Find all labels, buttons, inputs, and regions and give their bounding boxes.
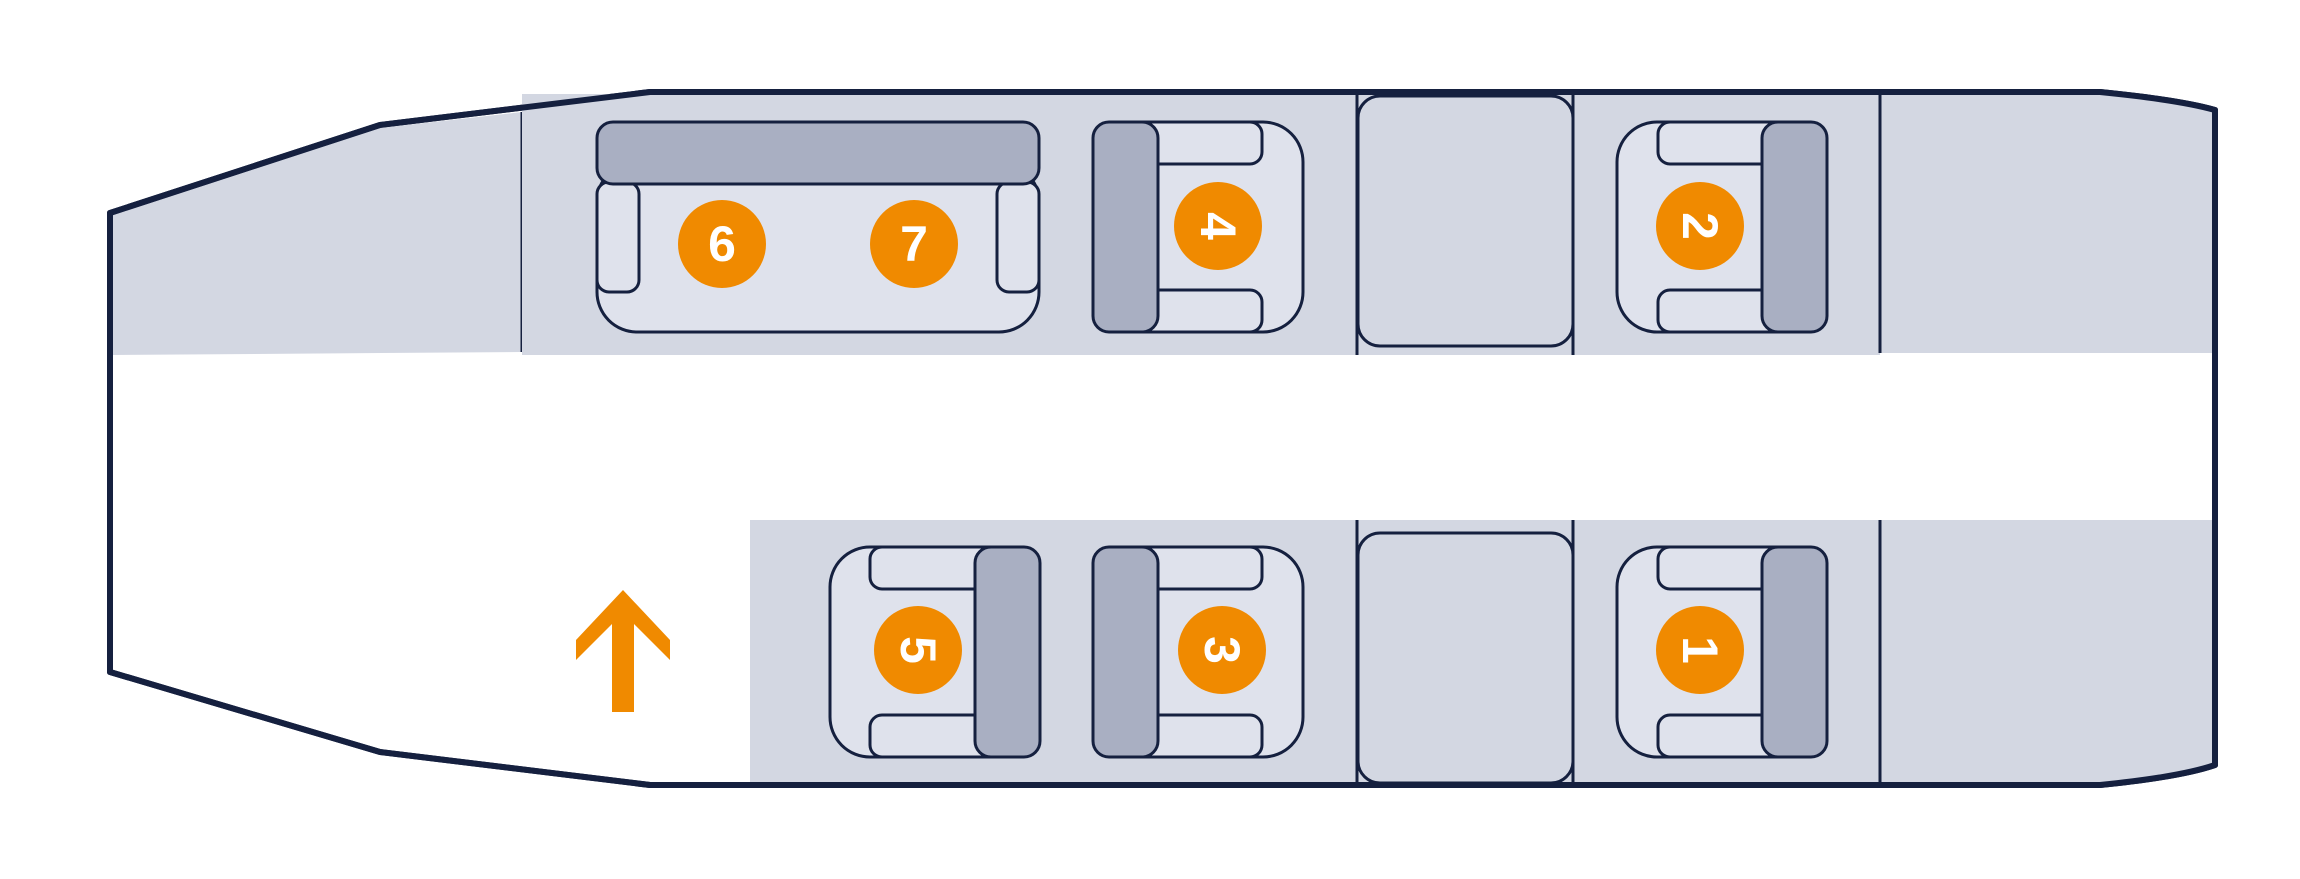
seat-badges: 6 7 4 2 5 3 1	[678, 182, 1744, 694]
table-lower	[1356, 531, 1575, 785]
seat-number-7: 7	[900, 216, 928, 272]
seat-badge-5: 5	[874, 606, 962, 694]
seat-badge-4: 4	[1174, 182, 1262, 270]
seat-4-backrest	[1091, 120, 1160, 334]
nose-panel-top	[113, 112, 522, 355]
fuselage-stroke	[107, 89, 2218, 788]
seat-number-2: 2	[1672, 212, 1728, 240]
seat-5-backrest	[973, 545, 1042, 759]
table-upper	[1356, 94, 1575, 348]
seat-number-5: 5	[890, 636, 946, 664]
seat-number-1: 1	[1672, 636, 1728, 664]
seat-number-3: 3	[1194, 636, 1250, 664]
seat-badge-2: 2	[1656, 182, 1744, 270]
seat-number-6: 6	[708, 216, 736, 272]
divan-backrest	[595, 120, 1041, 186]
tail-panel-bottom	[1880, 520, 2212, 783]
seat-badge-3: 3	[1178, 606, 1266, 694]
tail-panel-top	[1880, 94, 2212, 353]
seat-1-backrest	[1760, 545, 1829, 759]
seat-badge-6: 6	[678, 200, 766, 288]
divan-seat-6-7[interactable]	[595, 120, 1041, 334]
arrow-up-icon	[576, 590, 670, 712]
seat-number-4: 4	[1190, 212, 1246, 240]
seat-badge-7: 7	[870, 200, 958, 288]
seat-2-backrest	[1760, 120, 1829, 334]
seat-3-backrest	[1091, 545, 1160, 759]
seat-badge-1: 1	[1656, 606, 1744, 694]
